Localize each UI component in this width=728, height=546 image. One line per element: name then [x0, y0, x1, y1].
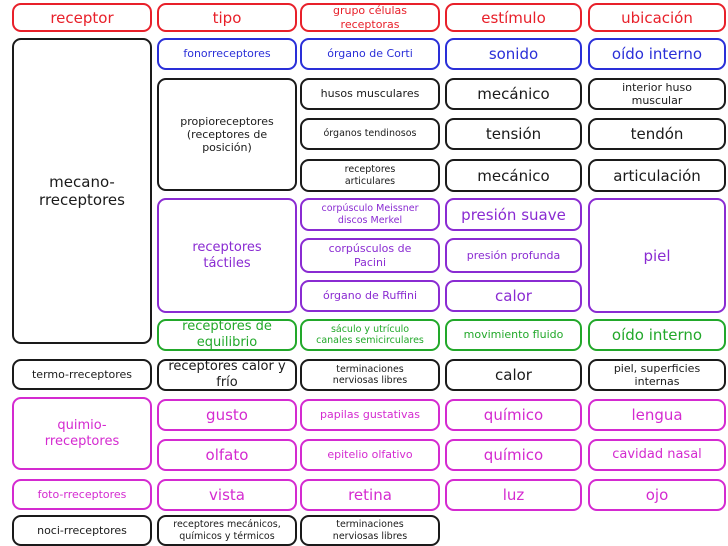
receptor-termo: termo-rreceptores [12, 359, 152, 390]
tipo-calor-frio: receptores calor y frío [157, 359, 297, 391]
estimulo-mecanico-1: mecánico [445, 78, 582, 110]
grupo-term1: terminaciones nerviosas libres [300, 359, 440, 391]
header-receptor: receptor [12, 3, 152, 32]
ubicacion-oido-2: oído interno [588, 319, 726, 351]
tipo-gusto: gusto [157, 399, 297, 431]
receptor-mecano: mecano-rreceptores [12, 38, 152, 344]
estimulo-quimico-2: químico [445, 439, 582, 471]
estimulo-movimiento: movimiento fluido [445, 319, 582, 351]
grupo-retina: retina [300, 479, 440, 511]
grupo-husos: husos musculares [300, 78, 440, 110]
grupo-saculo: sáculo y utrículo canales semicirculares [300, 319, 440, 351]
header-ubicacion: ubicación [588, 3, 726, 32]
grupo-articulares: receptores articulares [300, 159, 440, 192]
grupo-ruffini: órgano de Ruffini [300, 280, 440, 312]
estimulo-mecanico-2: mecánico [445, 159, 582, 192]
tipo-equilibrio: receptores de equilibrio [157, 319, 297, 351]
tipo-vista: vista [157, 479, 297, 511]
header-estimulo: estímulo [445, 3, 582, 32]
ubicacion-huso: interior huso muscular [588, 78, 726, 110]
grupo-tendinosos: órganos tendinosos [300, 118, 440, 150]
ubicacion-lengua: lengua [588, 399, 726, 431]
receptor-foto: foto-rreceptores [12, 479, 152, 510]
grupo-meissner: corpúsculo Meissner discos Merkel [300, 198, 440, 231]
ubicacion-articulacion: articulación [588, 159, 726, 192]
estimulo-sonido: sonido [445, 38, 582, 70]
header-tipo: tipo [157, 3, 297, 32]
tipo-tactiles: receptores táctiles [157, 198, 297, 313]
estimulo-luz: luz [445, 479, 582, 511]
grupo-epitelio: epitelio olfativo [300, 439, 440, 471]
grupo-corti: órgano de Corti [300, 38, 440, 70]
tipo-fono: fonorreceptores [157, 38, 297, 70]
ubicacion-ojo: ojo [588, 479, 726, 511]
tipo-noci: receptores mecánicos, químicos y térmico… [157, 515, 297, 546]
estimulo-calor-2: calor [445, 359, 582, 391]
estimulo-tension: tensión [445, 118, 582, 150]
estimulo-quimico-1: químico [445, 399, 582, 431]
grupo-papilas: papilas gustativas [300, 399, 440, 431]
grupo-term2: terminaciones nerviosas libres [300, 515, 440, 546]
tipo-propio: propioreceptores (receptores de posición… [157, 78, 297, 191]
ubicacion-tendon: tendón [588, 118, 726, 150]
tipo-olfato: olfato [157, 439, 297, 471]
header-grupo: grupo células receptoras [300, 3, 440, 32]
grupo-pacini: corpúsculos de Pacini [300, 238, 440, 273]
ubicacion-piel: piel [588, 198, 726, 313]
estimulo-calor-1: calor [445, 280, 582, 312]
ubicacion-cavidad-nasal: cavidad nasal [588, 439, 726, 471]
receptor-quimio: quimio-rreceptores [12, 397, 152, 470]
ubicacion-piel-superficies: piel, superficies internas [588, 359, 726, 391]
estimulo-presion-profunda: presión profunda [445, 238, 582, 273]
estimulo-presion-suave: presión suave [445, 198, 582, 231]
receptor-noci: noci-rreceptores [12, 515, 152, 546]
ubicacion-oido-1: oído interno [588, 38, 726, 70]
